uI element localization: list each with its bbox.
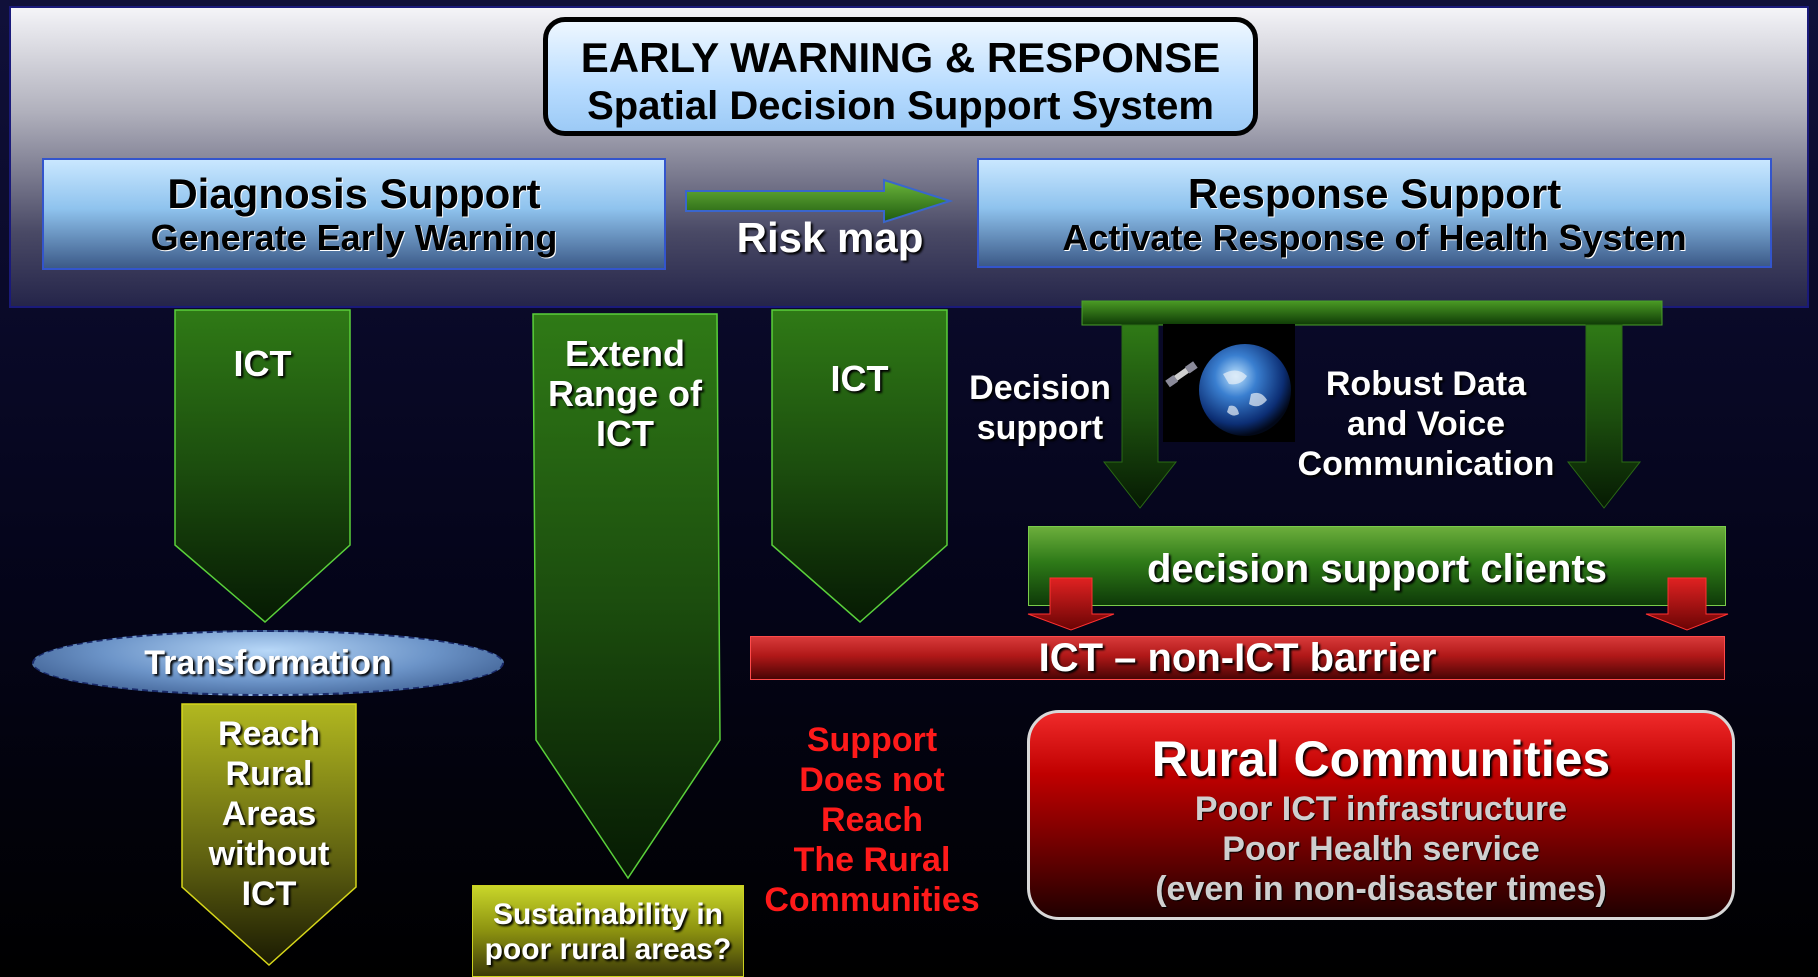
reach-line-4: without <box>208 835 330 873</box>
distribution-bar <box>1081 300 1663 326</box>
barrier-arrow-right <box>1645 577 1729 631</box>
not-reach-line-5: Communities <box>764 881 980 919</box>
risk-map-arrow <box>685 178 954 224</box>
not-reach-line-1: Support <box>806 721 938 759</box>
decision-support-line-1: Decision <box>969 369 1111 407</box>
title-line-2: Spatial Decision Support System <box>587 84 1214 128</box>
sustainability-label: Sustainability in poor rural areas? <box>472 897 744 967</box>
reach-rural-arrow <box>181 703 357 967</box>
extend-line-1: Extend <box>564 333 686 374</box>
decision-clients-box <box>1028 526 1726 606</box>
not-reach-line-2: Does not <box>799 761 945 799</box>
robust-line-1: Robust Data <box>1325 365 1527 403</box>
rural-line-3: (even in non-disaster times) <box>1155 870 1607 908</box>
risk-map-label: Risk map <box>736 214 924 261</box>
decision-support-line-2: support <box>976 409 1104 447</box>
ict-arrow-1 <box>174 309 351 623</box>
barrier-arrow-left <box>1027 577 1115 631</box>
sustainability-line-2: poor rural areas? <box>484 933 732 966</box>
rural-heading: Rural Communities <box>1151 731 1611 787</box>
not-reach-line-4: The Rural <box>793 841 951 879</box>
right-down-arrow <box>1566 324 1642 509</box>
reach-line-1: Reach <box>217 715 321 753</box>
not-reach-line-3: Reach <box>820 801 924 839</box>
reach-line-3: Areas <box>221 795 317 833</box>
extend-line-2: Range of <box>547 373 702 414</box>
decision-support-label: Decision support <box>960 368 1120 448</box>
extend-range-arrow <box>532 313 721 880</box>
response-sub: Activate Response of Health System <box>1062 217 1687 258</box>
left-down-arrow <box>1102 324 1178 509</box>
not-reach-label: Support Does not Reach The Rural Communi… <box>752 720 992 920</box>
transformation-ellipse <box>32 630 504 696</box>
diagnosis-heading: Diagnosis Support <box>167 170 541 217</box>
satellite-globe-image <box>1163 324 1295 442</box>
rural-communities-box: Rural Communities Poor ICT infrastructur… <box>1027 710 1735 920</box>
response-support-box: Response Support Activate Response of He… <box>977 158 1772 268</box>
reach-rural-label: Reach Rural Areas without ICT <box>182 714 356 914</box>
reach-line-2: Rural <box>225 755 313 793</box>
title-box: EARLY WARNING & RESPONSE Spatial Decisio… <box>543 17 1258 136</box>
robust-line-3: Communication <box>1297 445 1555 483</box>
satellite-icon <box>1165 361 1198 388</box>
barrier-label: ICT – non-ICT barrier <box>1038 636 1437 680</box>
diagnosis-support-box: Diagnosis Support Generate Early Warning <box>42 158 666 270</box>
rural-line-1: Poor ICT infrastructure <box>1194 790 1568 828</box>
ict-label-2: ICT <box>830 358 889 399</box>
ict-arrow-2 <box>771 309 948 623</box>
ict-label-1: ICT <box>233 343 292 384</box>
decision-clients-label: decision support clients <box>1146 547 1608 591</box>
extend-line-3: ICT <box>596 413 654 454</box>
robust-line-2: and Voice <box>1346 405 1506 443</box>
title-line-1: EARLY WARNING & RESPONSE <box>580 34 1221 81</box>
reach-line-5: ICT <box>241 875 297 913</box>
globe-icon <box>1199 344 1291 436</box>
extend-range-label: Extend Range of ICT <box>533 334 717 454</box>
rural-line-2: Poor Health service <box>1222 830 1540 868</box>
response-heading: Response Support <box>1187 170 1562 217</box>
sustainability-line-1: Sustainability in <box>492 898 724 931</box>
robust-label: Robust Data and Voice Communication <box>1278 364 1574 484</box>
barrier-bar <box>750 636 1725 680</box>
sustainability-box <box>472 885 744 977</box>
transformation-label: Transformation <box>144 644 392 682</box>
diagnosis-sub: Generate Early Warning <box>150 217 558 258</box>
